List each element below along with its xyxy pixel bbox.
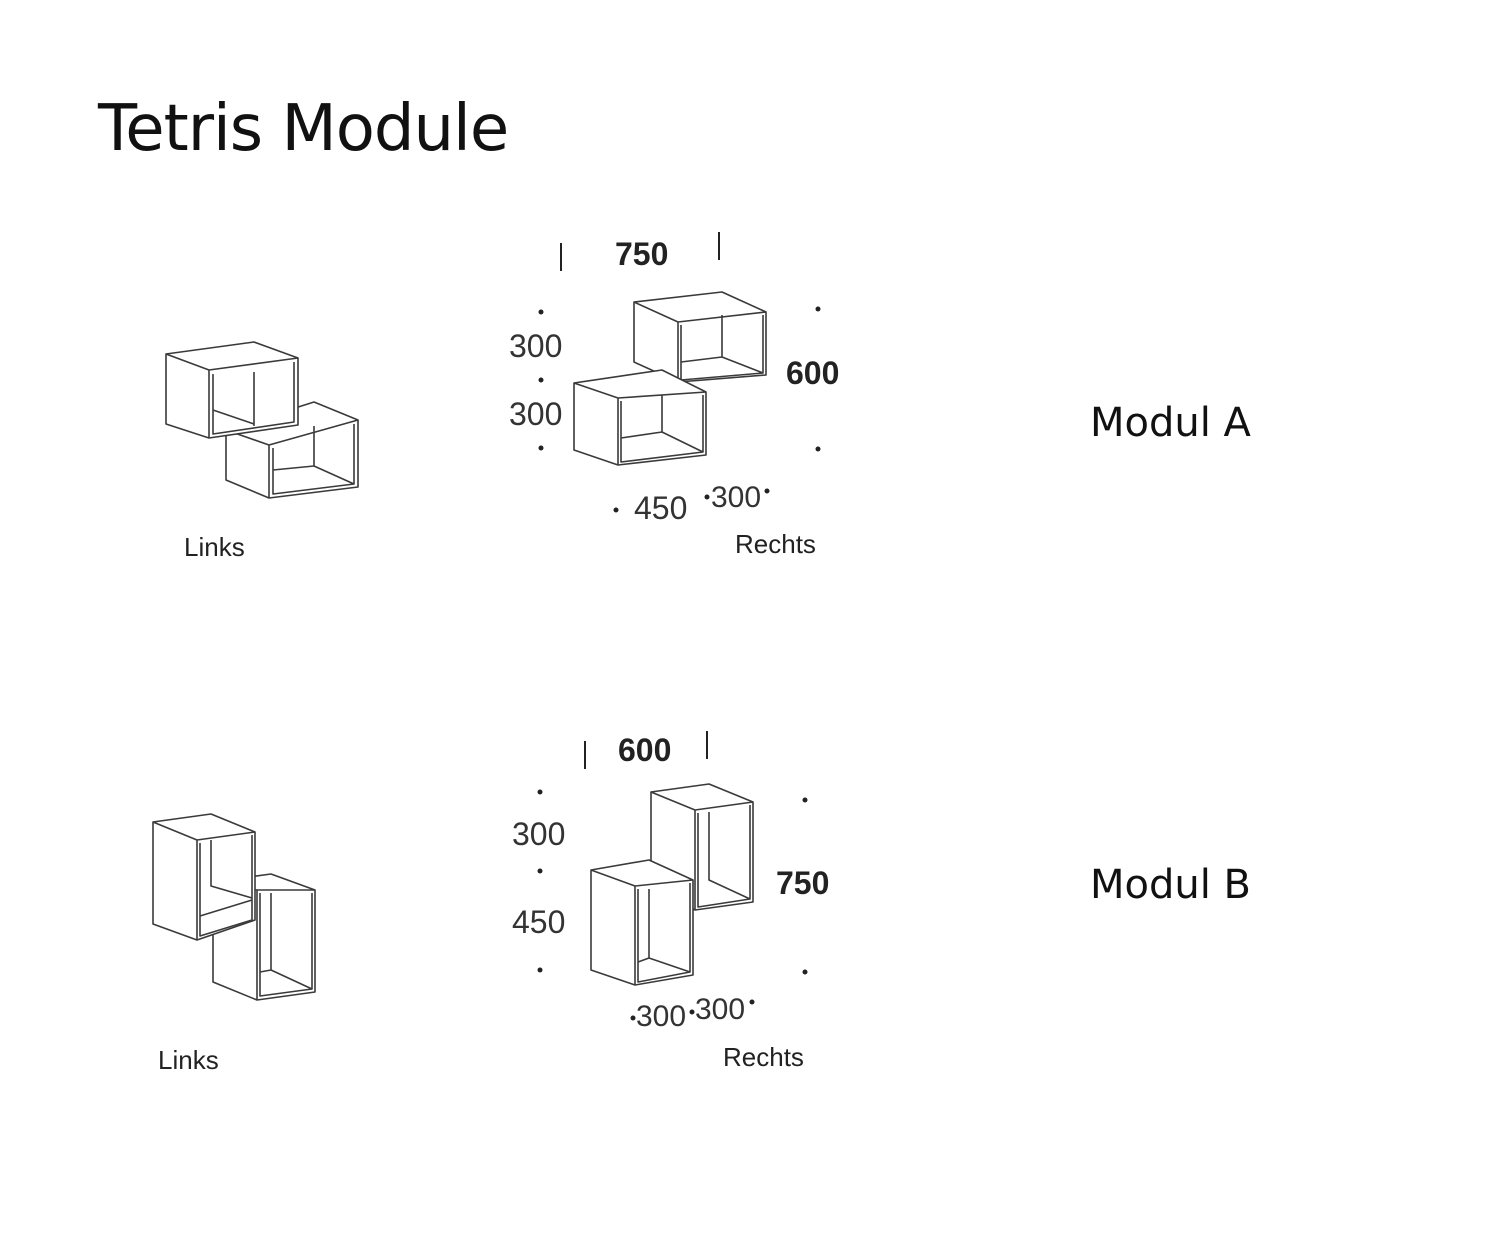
module-b-dim-right-height: 750 bbox=[776, 865, 830, 901]
module-b-dim-top-width: 600 bbox=[618, 732, 672, 768]
module-a-name: Modul A bbox=[1090, 400, 1251, 446]
module-b-dim-bottom-left: 300 bbox=[636, 1000, 687, 1033]
module-a-dim-left-lower: 300 bbox=[509, 396, 563, 432]
module-b-dim-left-lower: 450 bbox=[512, 904, 566, 940]
module-a-right-drawing bbox=[538, 232, 821, 513]
module-a-left-drawing bbox=[165, 341, 359, 499]
module-b-left-drawing bbox=[152, 813, 316, 1001]
module-a-dim-left-upper: 300 bbox=[509, 328, 563, 364]
module-a-dim-top-width: 750 bbox=[615, 236, 669, 272]
module-b-dim-left-upper: 300 bbox=[512, 816, 566, 852]
module-a-left-label: Links bbox=[184, 532, 245, 562]
module-a-dim-bottom-left: 450 bbox=[634, 490, 688, 526]
module-b-left-label: Links bbox=[158, 1045, 219, 1075]
module-b-right-drawing bbox=[537, 731, 808, 1021]
module-b-right-label: Rechts bbox=[723, 1042, 804, 1072]
module-b-name: Modul B bbox=[1090, 862, 1251, 908]
module-a-dim-bottom-right: 300 bbox=[711, 481, 762, 514]
module-a-dim-right-height: 600 bbox=[786, 355, 840, 391]
module-a-right-label: Rechts bbox=[735, 529, 816, 559]
page-title: Tetris Module bbox=[98, 92, 509, 166]
module-b-dim-bottom-right: 300 bbox=[695, 993, 746, 1026]
